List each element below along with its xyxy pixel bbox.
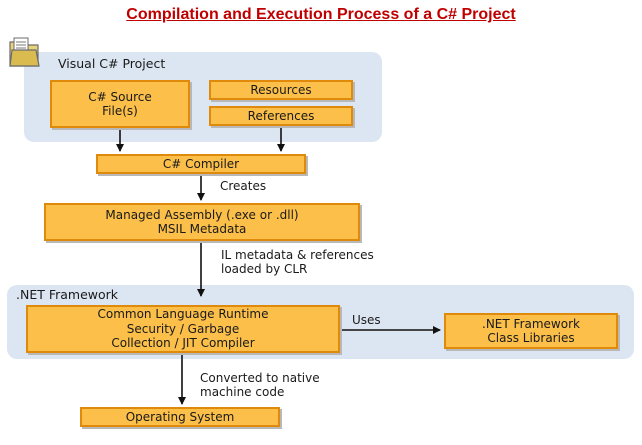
- managed-assembly-box: Managed Assembly (.exe or .dll) MSIL Met…: [44, 203, 360, 241]
- managed-assembly-text: Managed Assembly (.exe or .dll) MSIL Met…: [105, 207, 299, 236]
- csharp-compiler-box: C# Compiler: [96, 154, 306, 174]
- csharp-compiler-text: C# Compiler: [162, 156, 240, 171]
- uses-label: Uses: [352, 313, 381, 327]
- net-framework-label: .NET Framework: [16, 287, 119, 302]
- operating-system-text: Operating System: [125, 409, 235, 424]
- references-box: References: [209, 106, 353, 126]
- common-language-runtime-box: Common Language Runtime Security / Garba…: [26, 305, 340, 353]
- visual-csharp-project-label: Visual C# Project: [58, 56, 166, 71]
- common-language-runtime-text: Common Language Runtime Security / Garba…: [97, 307, 269, 351]
- class-libraries-box: .NET Framework Class Libraries: [444, 313, 618, 349]
- csharp-source-files-text: C# Source File(s): [88, 89, 152, 118]
- diagram-title: Compilation and Execution Process of a C…: [126, 6, 516, 23]
- resources-text: Resources: [250, 82, 312, 97]
- il-metadata-label: IL metadata & references loaded by CLR: [221, 248, 374, 276]
- converted-label: Converted to native machine code: [200, 371, 320, 399]
- class-libraries-text: .NET Framework Class Libraries: [482, 316, 580, 345]
- references-text: References: [247, 108, 315, 123]
- csharp-source-files-box: C# Source File(s): [50, 80, 190, 128]
- resources-box: Resources: [209, 80, 353, 100]
- folder-document-icon: [9, 37, 40, 67]
- creates-label: Creates: [220, 179, 267, 193]
- operating-system-box: Operating System: [80, 407, 280, 427]
